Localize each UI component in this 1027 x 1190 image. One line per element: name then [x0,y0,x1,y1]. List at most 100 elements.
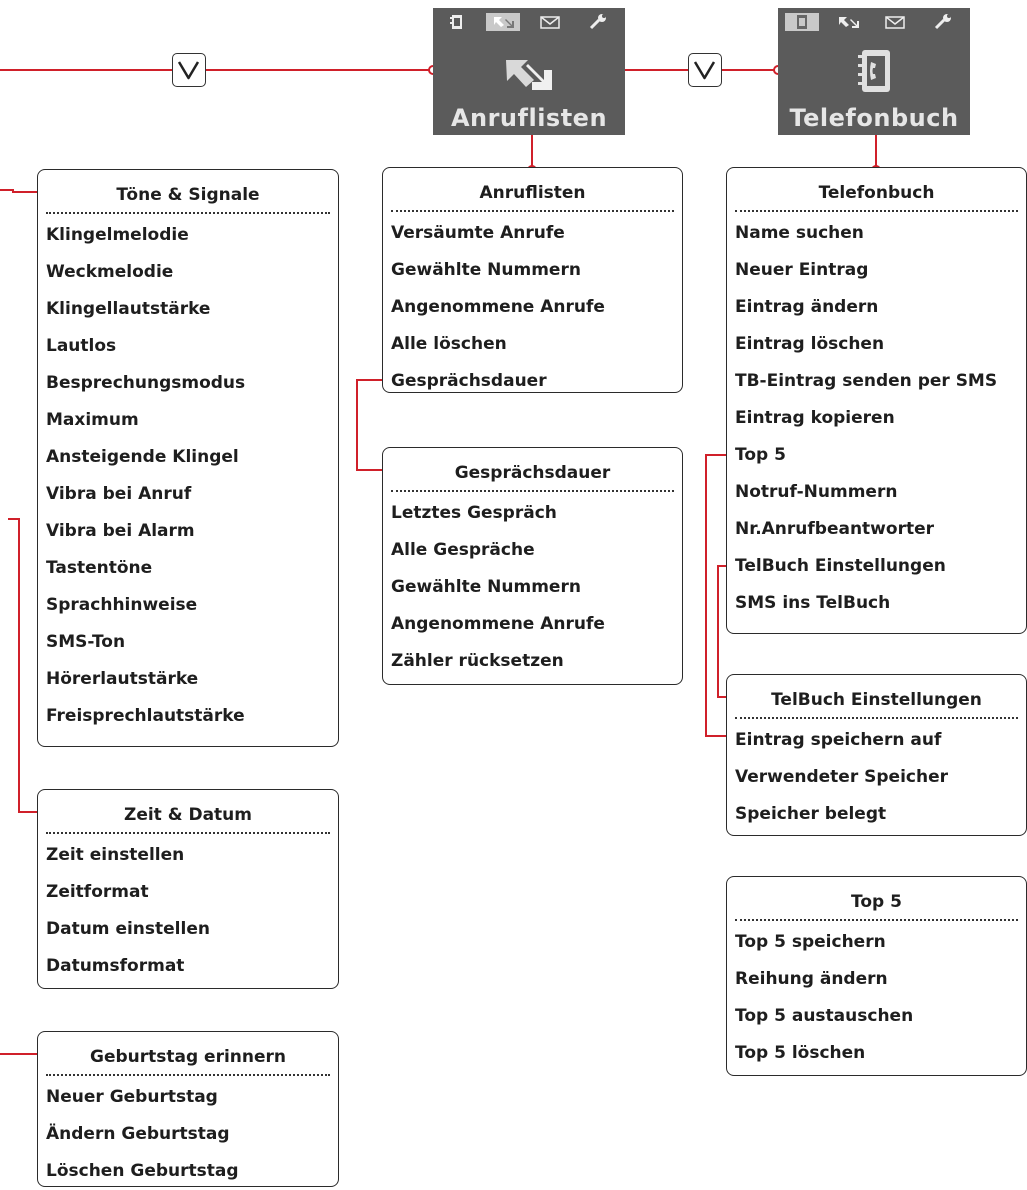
menu-item-freisprechlautstarke[interactable]: Freisprechlautstärke [46,706,245,726]
menu-item-top-5-speichern[interactable]: Top 5 speichern [735,932,886,952]
phone-screen-telefonbuch: Telefonbuch [778,8,970,135]
menu-item-datum-einstellen[interactable]: Datum einstellen [46,919,210,939]
envelope-icon [533,13,567,31]
title-divider [46,832,330,834]
menu-item-besprechungsmodus[interactable]: Besprechungsmodus [46,373,246,393]
menu-item-gewahlte-nummern[interactable]: Gewählte Nummern [391,577,581,597]
menu-item-angenommene-anrufe[interactable]: Angenommene Anrufe [391,614,605,634]
menu-item-datumsformat[interactable]: Datumsformat [46,956,185,976]
screen-label: Anruflisten [450,104,608,132]
menu-item-eintrag-speichern-auf[interactable]: Eintrag speichern auf [735,730,942,750]
menu-title: Telefonbuch [818,183,935,203]
menu-item-tastentone[interactable]: Tastentöne [46,558,153,578]
menu-title: Zeit & Datum [124,805,252,825]
screen-tab-bar [778,8,970,34]
menu-item-top-5-loschen[interactable]: Top 5 löschen [735,1043,866,1063]
menu-item-eintrag-loschen[interactable]: Eintrag löschen [735,334,885,354]
menu-title: Anruflisten [479,183,586,203]
title-divider [391,490,674,492]
menu-item-neuer-eintrag[interactable]: Neuer Eintrag [735,260,869,280]
call-list-icon [831,13,865,31]
wrench-icon [926,13,960,31]
menu-item-letztes-gesprach[interactable]: Letztes Gespräch [391,503,557,523]
menu-item-angenommene-anrufe[interactable]: Angenommene Anrufe [391,297,605,317]
menu-item-ansteigende-klingel[interactable]: Ansteigende Klingel [46,447,239,467]
phone-screen-anruflisten: Anruflisten [433,8,625,135]
menu-item-telbuch-einstellungen[interactable]: TelBuch Einstellungen [735,556,946,576]
menu-item-weckmelodie[interactable]: Weckmelodie [46,262,174,282]
menu-item-name-suchen[interactable]: Name suchen [735,223,864,243]
next-button-2[interactable] [688,53,722,87]
menu-item-reihung-andern[interactable]: Reihung ändern [735,969,888,989]
menu-item-sms-ton[interactable]: SMS-Ton [46,632,126,652]
menu-item-klingellautstarke[interactable]: Klingellautstärke [46,299,211,319]
menu-item-alle-loschen[interactable]: Alle löschen [391,334,507,354]
menu-title: Geburtstag erinnern [89,1047,287,1067]
chevron-down-icon [177,61,200,80]
menu-item-speicher-belegt[interactable]: Speicher belegt [735,804,887,824]
phonebook-icon [440,13,474,31]
menu-item-tb-eintrag-senden-per-sms[interactable]: TB-Eintrag senden per SMS [735,371,998,391]
title-divider [46,1074,330,1076]
wrench-icon [581,13,615,31]
menu-item-andern-geburtstag[interactable]: Ändern Geburtstag [46,1124,230,1144]
next-button-1[interactable] [172,53,206,87]
menu-item-verwendeter-speicher[interactable]: Verwendeter Speicher [735,767,948,787]
title-divider [735,919,1018,921]
menu-item-loschen-geburtstag[interactable]: Löschen Geburtstag [46,1161,239,1181]
menu-item-top-5[interactable]: Top 5 [735,445,786,465]
menu-title: TelBuch Einstellungen [771,690,982,710]
menu-item-maximum[interactable]: Maximum [46,410,139,430]
menu-item-klingelmelodie[interactable]: Klingelmelodie [46,225,189,245]
menu-item-vibra-bei-anruf[interactable]: Vibra bei Anruf [46,484,192,504]
menu-title: Töne & Signale [116,185,260,205]
menu-title: Top 5 [851,892,902,912]
menu-item-horerlautstarke[interactable]: Hörerlautstärke [46,669,199,689]
menu-item-gesprachsdauer[interactable]: Gesprächsdauer [391,371,547,391]
menu-item-top-5-austauschen[interactable]: Top 5 austauschen [735,1006,914,1026]
menu-item-versaumte-anrufe[interactable]: Versäumte Anrufe [391,223,565,243]
menu-item-nr-anrufbeantworter[interactable]: Nr.Anrufbeantworter [735,519,934,539]
menu-item-vibra-bei-alarm[interactable]: Vibra bei Alarm [46,521,195,541]
menu-item-lautlos[interactable]: Lautlos [46,336,117,356]
screen-tab-bar [433,8,625,34]
menu-item-sms-ins-telbuch[interactable]: SMS ins TelBuch [735,593,891,613]
title-divider [46,212,330,214]
menu-item-alle-gesprache[interactable]: Alle Gespräche [391,540,535,560]
menu-item-gewahlte-nummern[interactable]: Gewählte Nummern [391,260,581,280]
chevron-down-icon [693,61,716,80]
menu-item-eintrag-andern[interactable]: Eintrag ändern [735,297,879,317]
phonebook-icon [785,13,819,31]
call-list-icon [486,13,520,31]
screen-label: Telefonbuch [789,104,959,132]
menu-item-zahler-rucksetzen[interactable]: Zähler rücksetzen [391,651,564,671]
menu-item-neuer-geburtstag[interactable]: Neuer Geburtstag [46,1087,218,1107]
title-divider [735,717,1018,719]
call-list-big-icon [506,60,552,90]
phonebook-big-icon [858,50,890,92]
menu-item-notruf-nummern[interactable]: Notruf-Nummern [735,482,898,502]
menu-item-zeitformat[interactable]: Zeitformat [46,882,149,902]
menu-item-zeit-einstellen[interactable]: Zeit einstellen [46,845,185,865]
menu-title: Gesprächsdauer [454,463,611,483]
menu-item-sprachhinweise[interactable]: Sprachhinweise [46,595,198,615]
title-divider [735,210,1018,212]
envelope-icon [878,13,912,31]
menu-item-eintrag-kopieren[interactable]: Eintrag kopieren [735,408,895,428]
